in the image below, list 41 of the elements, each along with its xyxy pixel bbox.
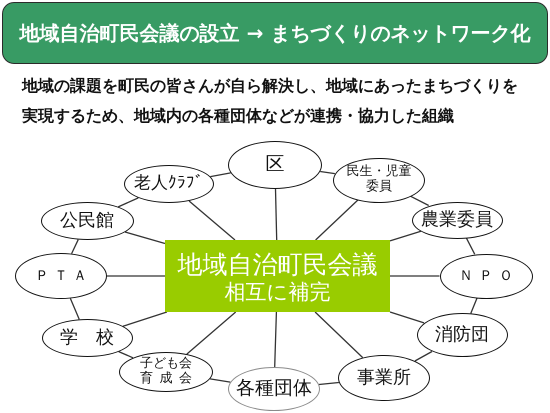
member-ellipse: 学 校 [42,319,132,357]
member-ellipse: 民生・児童委員 [333,158,425,202]
connector-line [186,312,236,355]
connector-line [122,311,168,327]
member-ellipse: 区 [228,141,322,189]
connector-line [390,275,440,277]
connector-line [118,351,134,358]
connector-line [470,298,478,314]
connector-line [315,200,358,240]
connector-line [118,197,139,208]
council-name: 地域自治町民会議 [178,250,378,280]
connector-line [410,196,429,206]
title-banner: 地域自治町民会議の設立 → まちづくりのネットワーク化 [2,2,548,64]
connector-line [188,200,236,240]
connector-line [274,188,278,240]
connector-line [390,230,422,242]
connector-line [107,275,165,277]
member-ellipse: 消防団 [416,313,508,357]
council-subtitle: 相互に補完 [224,280,330,306]
member-ellipse: ＮＰＯ [440,254,532,298]
council-box [165,240,390,312]
member-ellipse: 事業所 [338,355,430,401]
connector-line [414,350,432,362]
member-ellipse: 各種団体 [228,367,320,411]
member-ellipse: ＰＴＡ [15,253,107,299]
connector-line [320,170,335,174]
connector-line [71,239,79,254]
connector-line [210,172,231,178]
member-ellipse: 老人ｸﾗﾌﾞ [124,165,214,203]
connector-line [210,378,230,383]
connector-line [274,312,278,368]
connector-line [70,298,80,320]
member-ellipse: 公民館 [40,202,134,240]
member-ellipse: 農業委員 [412,202,502,238]
description-text: 地域の課題を町民の皆さんが自ら解決し、地域にあったまちづくりを実現するため、地域内の各種団体などが連携・協力した組織 [22,75,519,127]
connector-line [124,231,166,244]
member-ellipse: 子ども会育成会 [119,352,213,392]
connector-line [314,312,364,358]
connector-line [466,238,476,254]
connector-line [390,311,424,324]
connector-line [318,382,339,386]
